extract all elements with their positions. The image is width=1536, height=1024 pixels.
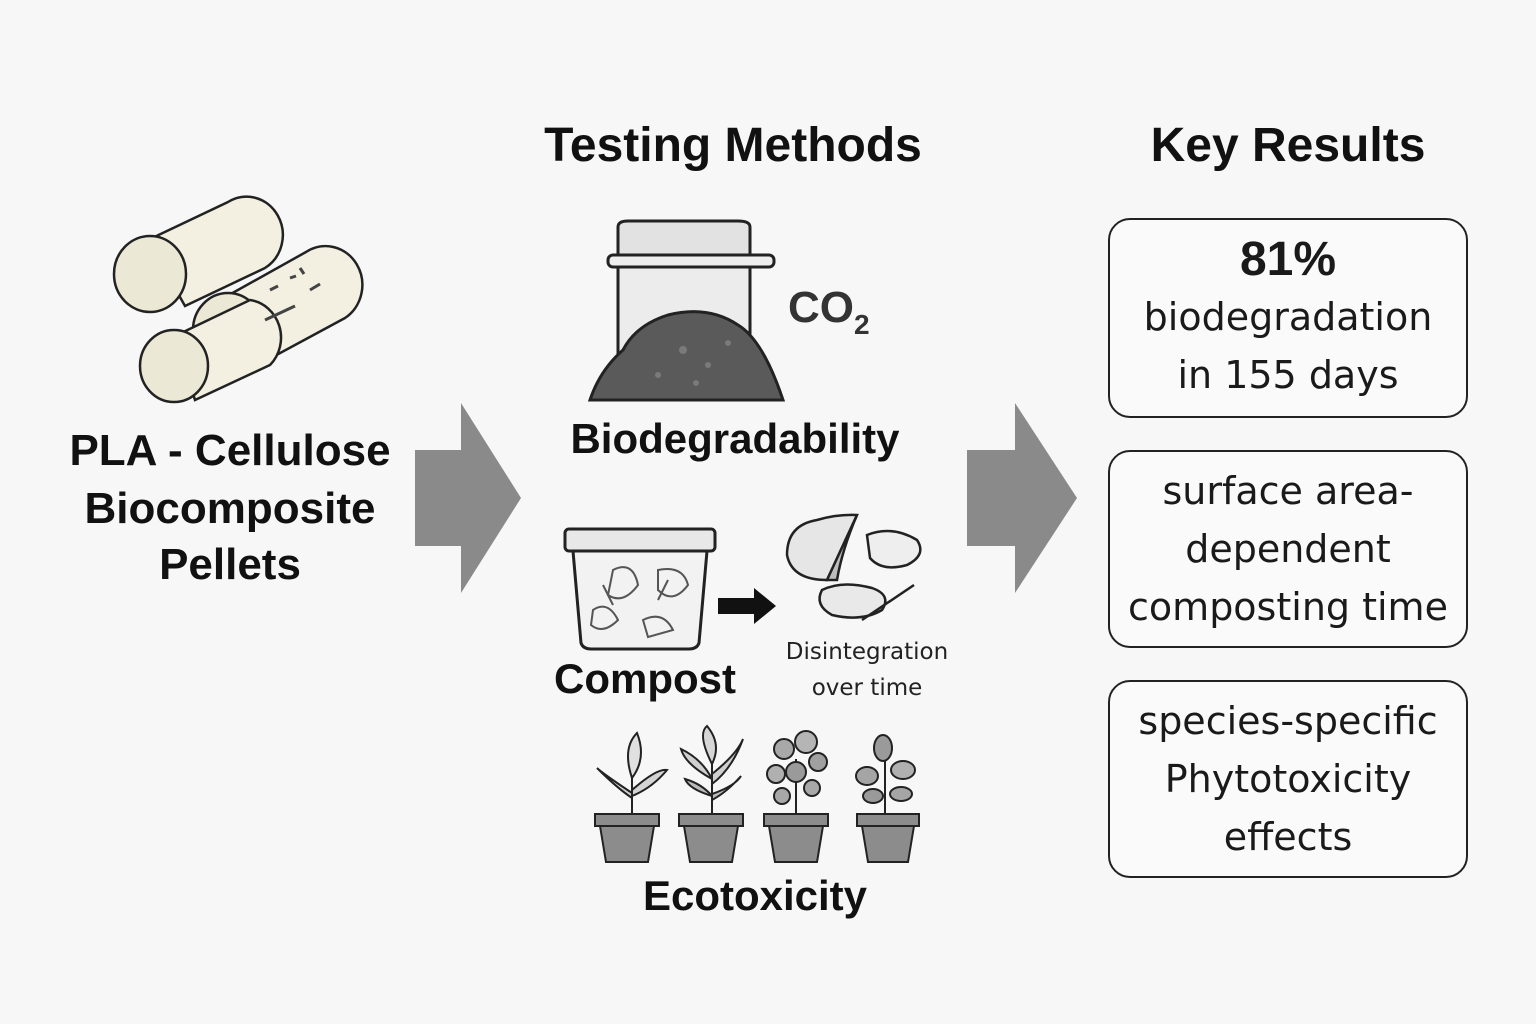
methods-heading: Testing Methods (544, 119, 922, 172)
result-text-line: dependent (1185, 527, 1391, 571)
result-card-phytotoxicity: species-specific Phytotoxicity effects (1108, 680, 1468, 878)
pellets-title-line2: Biocomposite (84, 484, 376, 533)
arrow-right-icon (967, 403, 1077, 593)
potted-plant-icon (594, 731, 669, 863)
potted-plant-icon (855, 734, 920, 863)
disintegration-label-line1: Disintegration (785, 639, 949, 665)
pellets-icon (112, 195, 364, 404)
result-text-line: effects (1223, 815, 1353, 859)
arrow-right-icon (718, 588, 776, 624)
pellets-title-line1: PLA - Cellulose (69, 426, 391, 475)
result-text-line: Phytotoxicity (1164, 757, 1412, 801)
result-text-line: in 155 days (1177, 353, 1399, 397)
pellets-title-line3: Pellets (159, 540, 301, 589)
result-text-line: composting time (1128, 585, 1448, 629)
co2-subscript: 2 (854, 309, 870, 340)
result-text-line: biodegradation (1143, 295, 1433, 339)
disintegration-fragments-icon (785, 513, 922, 622)
result-text-line: surface area- (1162, 469, 1414, 513)
result-card-composting-time: surface area- dependent composting time (1108, 450, 1468, 648)
results-heading: Key Results (1150, 119, 1426, 172)
co2-text: CO (788, 283, 854, 332)
ecotoxicity-label: Ecotoxicity (642, 872, 868, 919)
disintegration-label-line2: over time (811, 675, 923, 701)
biodegradability-label: Biodegradability (570, 415, 900, 462)
compost-label: Compost (554, 655, 736, 702)
result-value: 81% (1239, 233, 1337, 286)
bioreactor-icon (587, 219, 786, 402)
result-card-biodegradation: 81% biodegradation in 155 days (1108, 218, 1468, 418)
arrow-right-icon (415, 403, 521, 593)
potted-plant-icon (678, 724, 744, 863)
result-text-line: species-specific (1138, 699, 1438, 743)
potted-plant-icon (763, 730, 829, 863)
co2-label: CO2 (788, 283, 870, 340)
compost-container-icon (563, 527, 717, 651)
